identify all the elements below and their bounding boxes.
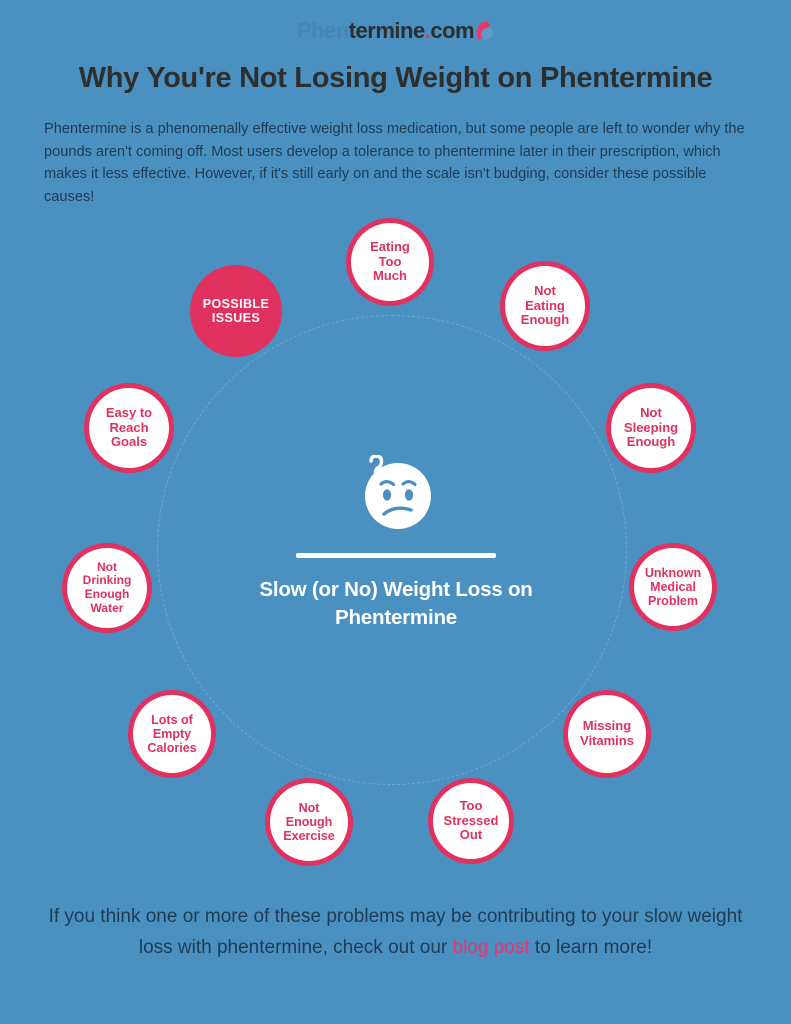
issue-line: Not <box>640 404 662 420</box>
confused-face-icon <box>357 454 435 533</box>
wheel-dashed-ring <box>157 315 627 785</box>
issue-bubble-easy-to-reach-goals[interactable]: Easy to Reach Goals <box>84 383 174 473</box>
issue-bubble-too-stressed-out[interactable]: Too Stressed Out <box>428 778 514 864</box>
issue-line: Vitamins <box>580 733 634 748</box>
issue-line: Empty <box>152 726 192 741</box>
site-logo[interactable]: Phentermine.com <box>0 20 791 42</box>
footer-text-before: If you think one or more of these proble… <box>48 906 743 958</box>
center-title-line-2: on Phentermine <box>335 578 533 629</box>
issue-line: Enough <box>520 312 570 328</box>
issue-bubble-not-sleeping-enough[interactable]: Not Sleeping Enough <box>606 383 696 473</box>
issue-bubble-missing-vitamins[interactable]: Missing Vitamins <box>563 690 651 778</box>
issue-line: Much <box>373 268 407 284</box>
issue-line: Unknown <box>644 565 702 580</box>
issue-line: Too <box>459 797 483 813</box>
issue-line: Enough <box>285 814 333 829</box>
issue-line: Not <box>96 559 117 574</box>
issue-line: Water <box>90 600 124 615</box>
issue-line: Out <box>459 827 483 843</box>
logo-text-termine: termine <box>348 18 425 43</box>
intro-paragraph: Phentermine is a phenomenally effective … <box>44 121 745 205</box>
issue-line: Not <box>298 800 320 815</box>
issue-bubble-lots-of-empty-calories[interactable]: Lots of Empty Calories <box>128 690 216 778</box>
issue-line: Too <box>378 253 402 269</box>
hub-label-line-2: ISSUES <box>211 311 261 325</box>
issue-bubble-not-enough-exercise[interactable]: Not Enough Exercise <box>265 778 353 866</box>
issue-line: Stressed <box>443 812 499 828</box>
logo-text-dot: . <box>424 18 431 43</box>
hub-label-line-1: POSSIBLE <box>202 296 270 311</box>
issue-line: Eating <box>525 297 565 313</box>
issue-line: Medical <box>650 579 696 594</box>
center-title: Slow (or No) Weight Loss on Phentermine <box>196 576 596 631</box>
issue-line: Eating <box>370 238 410 254</box>
issue-line: Easy to <box>105 404 153 420</box>
center-divider <box>296 553 496 558</box>
issue-bubble-eating-too-much[interactable]: Eating Too Much <box>346 218 434 306</box>
page-title: Why You're Not Losing Weight on Phenterm… <box>78 62 713 94</box>
issue-bubble-not-eating-enough[interactable]: Not Eating Enough <box>500 261 590 351</box>
issue-bubble-unknown-medical-problem[interactable]: Unknown Medical Problem <box>629 543 717 631</box>
logo-text-phen: Phen <box>296 18 349 43</box>
issue-line: Exercise <box>283 829 335 844</box>
issue-line: Sleeping <box>623 419 679 435</box>
issue-line: Enough <box>626 434 676 450</box>
issue-line: Goals <box>110 434 148 450</box>
issue-bubble-not-drinking-enough-water[interactable]: Not Drinking Enough Water <box>62 543 152 633</box>
issue-line: Lots of <box>151 712 193 727</box>
logo-text-com: com <box>430 18 475 43</box>
issue-line: Missing <box>582 718 632 734</box>
center-title-line-1: Slow (or No) Weight Loss <box>259 578 503 601</box>
issue-line: Not <box>534 282 556 298</box>
leaf-swoosh-icon <box>474 23 494 41</box>
issue-line: Reach <box>109 419 149 435</box>
issues-wheel: POSSIBLE ISSUES Eating Too Much Not Eati… <box>0 205 791 885</box>
issue-line: Drinking <box>82 573 132 588</box>
issue-line: Calories <box>147 741 197 756</box>
issue-line: Problem <box>647 594 698 609</box>
footer-text-after: to learn more! <box>529 936 653 958</box>
footer-callout: If you think one or more of these proble… <box>40 902 751 964</box>
wheel-center-group: Slow (or No) Weight Loss on Phentermine <box>196 454 596 631</box>
issue-line: Enough <box>84 587 130 601</box>
hub-possible-issues[interactable]: POSSIBLE ISSUES <box>190 265 282 357</box>
blog-post-link[interactable]: blog post <box>452 936 530 958</box>
